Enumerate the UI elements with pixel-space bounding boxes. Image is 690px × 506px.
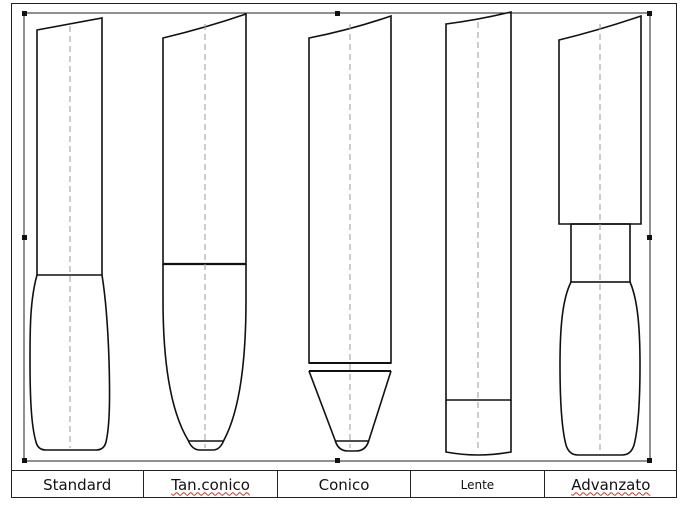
handle-bottom-left[interactable] [22,458,27,463]
handle-bottom-right[interactable] [647,458,652,463]
standard-shaft [36,17,103,276]
resize-handles[interactable] [22,11,652,463]
handle-top-right[interactable] [647,11,652,16]
label-advanzato: Advanzato [571,475,651,494]
advanzato-handle [559,281,641,456]
handle-middle-left[interactable] [22,235,27,240]
tip-advanzato [558,14,642,456]
advanzato-neck [570,223,631,283]
label-conico: Conico [278,471,412,498]
label-standard: Standard [11,471,145,498]
conico-point [308,370,392,452]
label-tan-conico: Tan.conico [144,471,278,498]
tip-standard [29,17,111,451]
label-lente: Lente [411,471,545,498]
standard-handle [29,274,111,451]
handle-top-center[interactable] [335,11,340,16]
handle-top-left[interactable] [22,11,27,16]
document-frame [11,3,677,498]
label-row: Standard Tan.conico Conico Lente Advanza… [11,470,677,498]
lente-shaft [445,10,512,401]
tip-conico [308,14,392,452]
handle-middle-right[interactable] [647,235,652,240]
tip-lente [445,10,512,456]
tan-conico-cone [162,264,247,451]
lente-lens [445,400,512,456]
advanzato-shaft [558,14,642,225]
conico-shaft [308,14,392,364]
selection-frame [23,12,651,462]
handle-bottom-center[interactable] [335,458,340,463]
tip-tan-conico [162,12,247,451]
tan-conico-shaft [162,12,247,265]
